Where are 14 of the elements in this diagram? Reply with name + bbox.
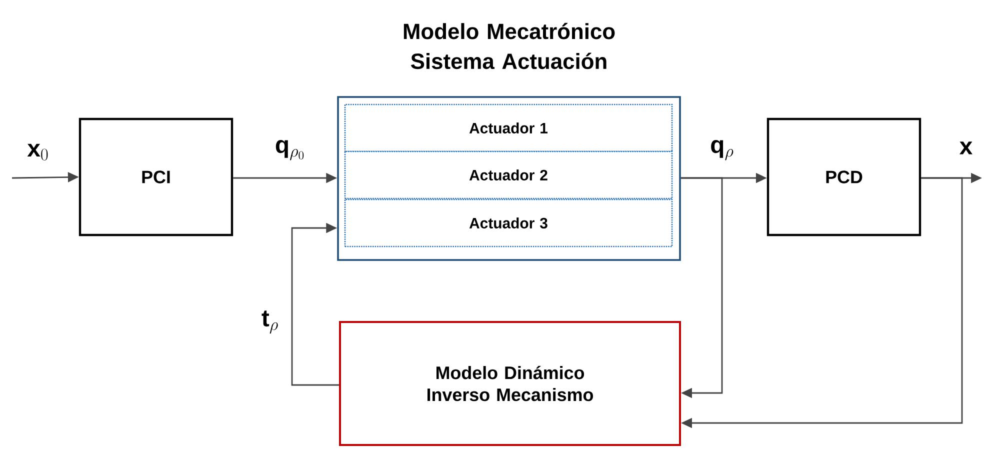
arrow (680, 177, 723, 398)
arrow (291, 222, 339, 386)
edge-label: $\mathbf{q}_{\rho}$ (711, 140, 734, 160)
process-box: PCI (78, 118, 234, 236)
process-box: PCD (766, 118, 922, 236)
edge-label: $\mathbf{x}_0$ (27, 144, 48, 160)
actuator-box: Actuador 3 (344, 198, 673, 248)
edge-label: $\mathbf{x}$ (960, 142, 972, 154)
actuator-box: Actuador 1 (344, 104, 673, 152)
edge-label: $\mathbf{q}_{\rho_0}$ (276, 140, 304, 160)
box-heading: Modelo Mecatrónico Sistema Actuación (404, 22, 615, 70)
edge-label: $\mathbf{t}_{\rho}$ (262, 310, 278, 334)
model-box: Modelo Dinámico Inverso Mecanismo (339, 321, 681, 446)
actuator-box: Actuador 2 (344, 150, 673, 200)
